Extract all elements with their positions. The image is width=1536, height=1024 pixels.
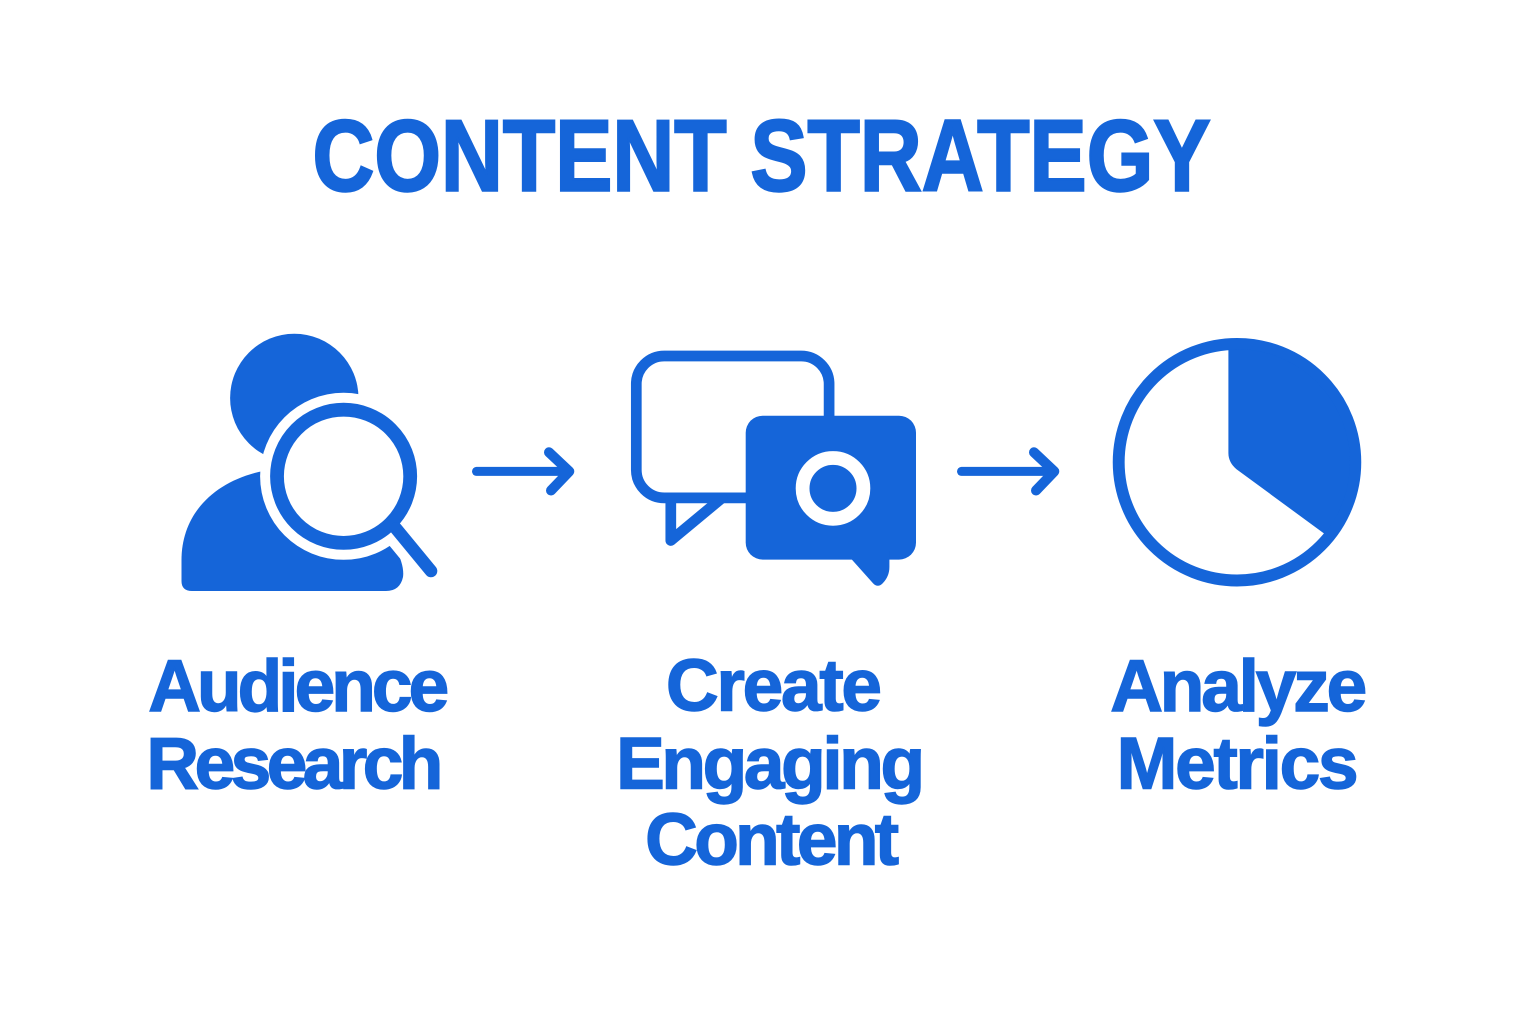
svg-text:Research: Research [146, 724, 443, 805]
svg-text:Engaging: Engaging [616, 724, 925, 805]
svg-text:Create: Create [666, 645, 882, 726]
svg-text:Analyze: Analyze [1110, 646, 1367, 727]
svg-text:Audience: Audience [148, 646, 449, 727]
svg-text:Metrics: Metrics [1117, 724, 1359, 805]
svg-text:CONTENT STRATEGY: CONTENT STRATEGY [313, 101, 1211, 213]
svg-text:Content: Content [645, 800, 899, 881]
